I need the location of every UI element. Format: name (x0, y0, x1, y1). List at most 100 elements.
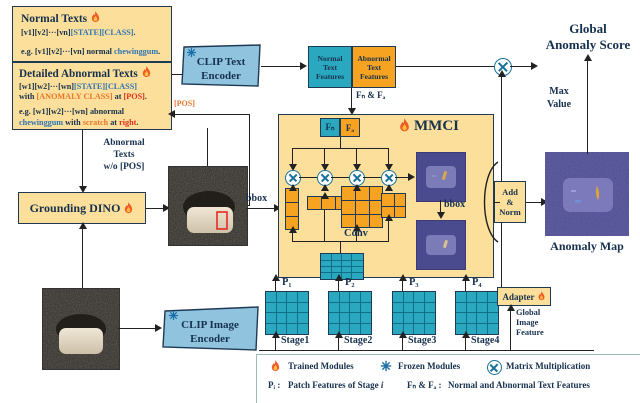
edge-p2-out (338, 278, 340, 291)
edge-p4-out (465, 278, 467, 291)
patch-label-4: P₄ (472, 277, 482, 288)
adapter-label: Adapter (502, 291, 535, 302)
edge-pos-feedback-vertical (249, 114, 251, 206)
adapter-module: Adapter (497, 287, 551, 306)
edge-image-to-dino (82, 224, 84, 288)
atf-l2: Text (366, 62, 382, 72)
clip-text-encoder-shape (181, 44, 261, 87)
abnormal-text-features: Abnormal Text Features (352, 46, 396, 88)
add-norm-skip-arc (483, 161, 499, 243)
arrowhead (289, 226, 297, 233)
fa-chip-label: Fₐ (345, 122, 355, 133)
normal-text-features: Normal Text Features (308, 46, 352, 88)
edge-mmci-out (494, 202, 500, 204)
arrowhead (541, 198, 548, 206)
bbox-detection-image (168, 166, 248, 246)
stage-patch-grid-4 (455, 291, 499, 335)
fa-chip: Fₐ (340, 118, 360, 137)
mmci-fanout-b3 (356, 148, 358, 167)
anomaly-map-caption: Anomaly Map (550, 239, 624, 253)
arrowhead (321, 164, 329, 171)
arrowhead (385, 214, 393, 221)
fb3-div (341, 200, 383, 202)
add-norm-l2: & (506, 197, 514, 207)
stage-patch-grid-2 (328, 291, 372, 335)
global-image-feature-l1: Global (516, 308, 541, 317)
normal-texts-heading: Normal Texts (21, 11, 101, 26)
edge-map-to-maxvalue (587, 148, 589, 154)
feature-block-1-div (285, 216, 299, 218)
mmci-chain-to-map (395, 176, 411, 178)
flame-icon (400, 118, 409, 132)
edge-mult-to-score (510, 66, 534, 68)
arrowhead (353, 164, 361, 171)
normal-texts-example: e.g. [v1][v2]···[vn] normal chewinggum. (21, 47, 161, 56)
arrowhead (584, 54, 592, 61)
arrowhead (289, 164, 297, 171)
global-anomaly-score-l2: Anomaly Score (545, 37, 631, 52)
ntf-l3: Features (315, 71, 345, 81)
global-image-feature-l3: Feature (516, 328, 544, 337)
global-image-feature-l2: Image (516, 318, 539, 327)
fn-chip: Fₙ (320, 118, 340, 137)
mmci-chain-line (363, 176, 381, 178)
legend-frozen-modules-label: Frozen Modules (398, 361, 461, 371)
edge-p1-out (275, 278, 277, 291)
edge-bbox-to-mmci (246, 208, 278, 210)
abnormal-wo-pos-l3: w/o [POS] (103, 162, 145, 172)
flame-icon (142, 66, 150, 78)
stage-label-1: Stage1 (281, 335, 310, 346)
pos-label: [POS] (174, 99, 195, 108)
arrowhead (399, 331, 407, 338)
mmci-fanout-stem (340, 137, 342, 149)
stage-label-4: Stage4 (471, 335, 500, 346)
flame-icon (271, 360, 280, 372)
arrowhead (353, 224, 361, 231)
arrowhead (462, 274, 470, 281)
abnormal-texts-panel: Detailed Abnormal Texts [w1][w2]···[wn][… (12, 62, 172, 130)
legend-patch-label: Patch Features of Stage i (288, 380, 383, 390)
clip-text-encoder-label-2: Encoder (201, 70, 241, 82)
edge-adapter-to-mult (501, 74, 503, 287)
grounding-dino-module: Grounding DINO (18, 192, 146, 224)
edge-image-to-clipimage (118, 328, 158, 330)
arrowhead (385, 164, 393, 171)
arrowhead (168, 110, 175, 118)
arrowhead (274, 204, 281, 212)
mmci-fanout-bus (292, 148, 388, 150)
arrowhead (163, 204, 170, 212)
mmci-anomaly-tile-bottom (416, 220, 466, 270)
snowflake-icon (380, 360, 392, 372)
flame-icon (125, 201, 133, 213)
edge-tile-bbox (440, 200, 442, 214)
edge-cliptext-to-features (261, 66, 303, 68)
conv-stem (340, 241, 342, 255)
fb3-div (355, 186, 357, 228)
legend-left-divider (256, 354, 258, 403)
edge-abnormal-to-cliptext (172, 74, 190, 76)
legend-patch-text: Patch Features of Stage (288, 380, 379, 390)
edge-bus-to-adapter (510, 306, 512, 350)
arrowhead (79, 222, 87, 229)
arrowhead (507, 304, 515, 311)
stage-label-2: Stage2 (344, 335, 373, 346)
edge-abnormal-to-dino (82, 130, 84, 188)
legend-divider (256, 354, 640, 355)
abnormal-wo-pos-l2: Texts (113, 150, 135, 160)
fn-chip-label: Fₙ (325, 122, 335, 132)
edge-dino-to-bboximg (146, 208, 166, 210)
feature-block-2-div (335, 196, 337, 210)
bbox-label-left: bbox (246, 193, 268, 204)
feature-block-2-div (321, 196, 323, 210)
flame-icon (538, 291, 544, 301)
legend-fnfa-symbol: Fₙ & Fₐ : (407, 380, 442, 390)
edge-stage1-in (275, 333, 277, 350)
feature-block-1-div (285, 202, 299, 204)
arrowhead (321, 184, 329, 191)
mmci-fanout-b1 (292, 148, 294, 167)
conv-label: Conv (344, 228, 368, 239)
conv-branch-1 (292, 230, 294, 242)
edge-stage3-in (402, 333, 404, 350)
arrowhead (462, 331, 470, 338)
arrowhead (272, 274, 280, 281)
